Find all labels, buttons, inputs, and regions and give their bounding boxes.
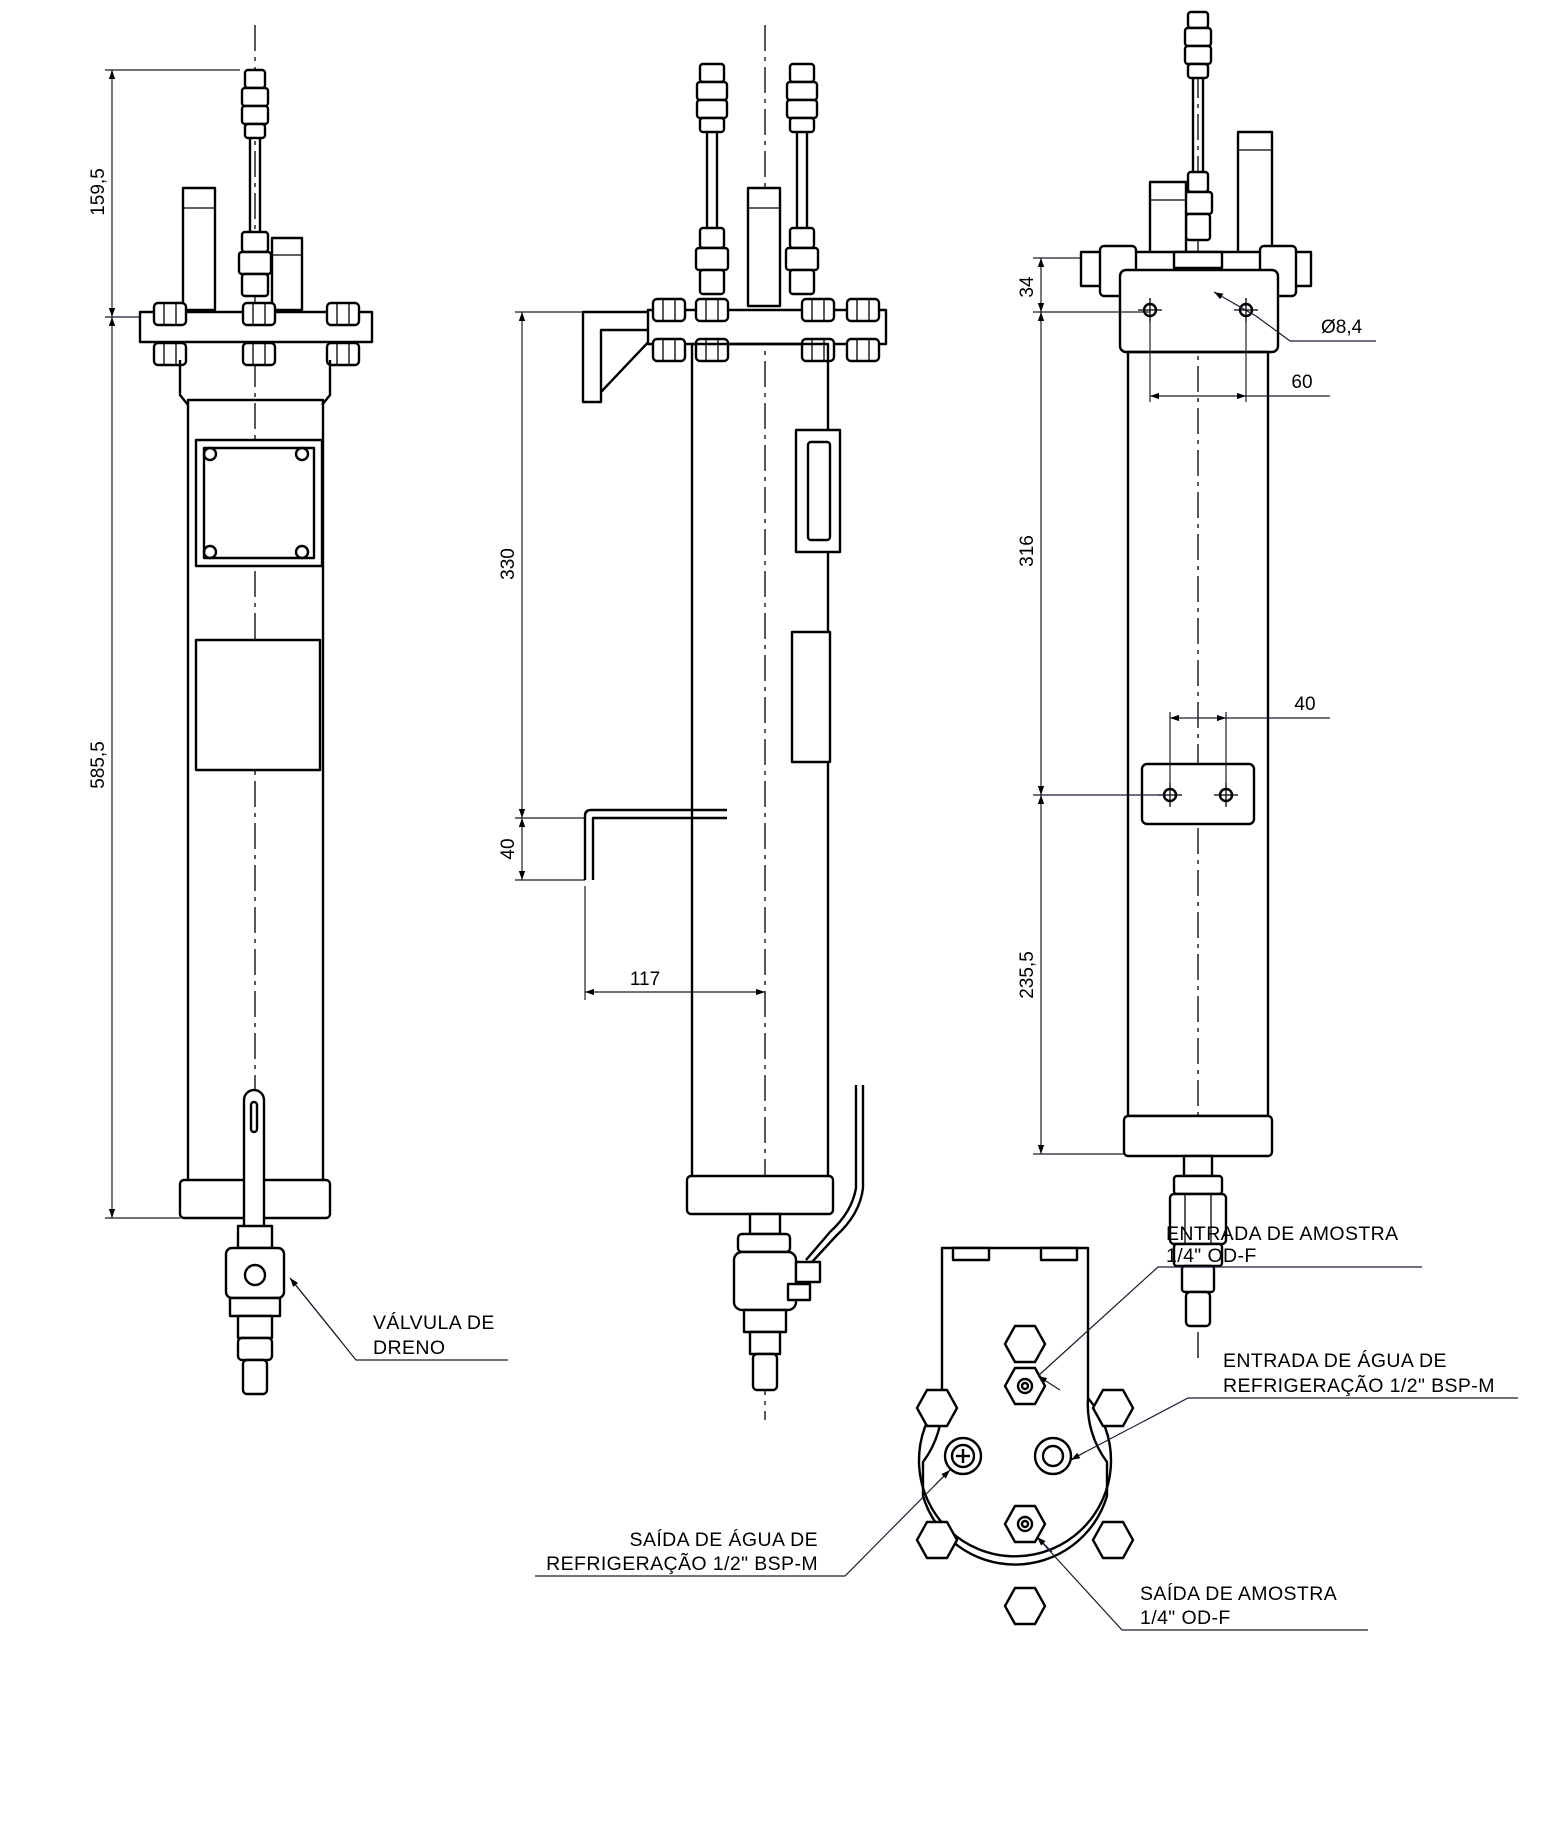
side-view: 330 40 117 bbox=[498, 25, 888, 1420]
label-sample-outlet-2: 1/4" OD-F bbox=[1140, 1607, 1231, 1629]
cooling-inlet-port bbox=[1033, 1436, 1073, 1476]
back-view: 34 316 235,5 Ø8,4 60 40 bbox=[1017, 10, 1376, 1360]
dim-back-bracket-holes: 40 bbox=[1294, 694, 1315, 715]
dim-back-hole-diameter: Ø8,4 bbox=[1321, 317, 1363, 338]
label-sample-outlet-1: SAÍDA DE AMOSTRA bbox=[1140, 1582, 1337, 1605]
dim-back-hole-spacing: 60 bbox=[1291, 372, 1312, 393]
back-bottom-cap bbox=[1122, 1114, 1274, 1158]
front-drain-valve bbox=[224, 1088, 286, 1396]
label-drain-valve-1: VÁLVULA DE bbox=[373, 1311, 495, 1334]
label-cooling-inlet-2: REFRIGERAÇÃO 1/2" BSP-M bbox=[1223, 1373, 1495, 1397]
dim-front-body: 585,5 bbox=[88, 741, 109, 789]
front-top-fitting bbox=[237, 68, 273, 298]
dim-side-support-height: 40 bbox=[498, 838, 519, 859]
sample-inlet-port bbox=[1003, 1366, 1047, 1406]
label-cooling-inlet-1: ENTRADA DE ÁGUA DE bbox=[1223, 1349, 1447, 1372]
side-handle bbox=[794, 428, 842, 554]
back-top-fitting bbox=[1182, 10, 1214, 242]
label-cooling-outlet-1: SAÍDA DE ÁGUA DE bbox=[630, 1528, 818, 1551]
dim-back-mid: 316 bbox=[1017, 535, 1038, 567]
side-drain-valve bbox=[732, 1085, 865, 1392]
front-nameplate bbox=[194, 638, 322, 772]
side-top-fittings bbox=[694, 62, 820, 308]
front-tubes bbox=[181, 186, 304, 312]
side-nameplate bbox=[790, 630, 832, 764]
cooling-outlet-port bbox=[943, 1436, 983, 1476]
label-sample-inlet-2: 1/4" OD-F bbox=[1166, 1245, 1257, 1267]
side-bottom-cap bbox=[685, 1174, 835, 1216]
dim-side-bracket-span: 330 bbox=[498, 548, 519, 580]
back-lower-bracket bbox=[1140, 762, 1256, 826]
dim-side-support-offset: 117 bbox=[630, 969, 660, 990]
side-flange bbox=[646, 297, 888, 363]
dim-front-top: 159,5 bbox=[88, 168, 109, 216]
front-junction-box bbox=[194, 438, 324, 568]
label-drain-valve-2: DRENO bbox=[373, 1337, 445, 1359]
side-lower-support bbox=[583, 808, 727, 880]
back-tubes bbox=[1148, 130, 1274, 256]
back-head bbox=[1079, 244, 1313, 354]
label-sample-inlet-1: ENTRADA DE AMOSTRA bbox=[1166, 1223, 1399, 1245]
front-flange bbox=[138, 301, 374, 406]
dim-back-head: 34 bbox=[1017, 276, 1038, 298]
dim-back-lower: 235,5 bbox=[1017, 951, 1038, 999]
top-view: ENTRADA DE AMOSTRA 1/4" OD-F ENTRADA DE … bbox=[535, 1223, 1518, 1631]
sample-outlet-port bbox=[1003, 1504, 1047, 1544]
back-bottom-fitting bbox=[1168, 1154, 1228, 1328]
label-cooling-outlet-2: REFRIGERAÇÃO 1/2" BSP-M bbox=[546, 1551, 818, 1575]
front-view: 159,5 585,5 VÁLVULA DE DRENO bbox=[88, 25, 508, 1396]
